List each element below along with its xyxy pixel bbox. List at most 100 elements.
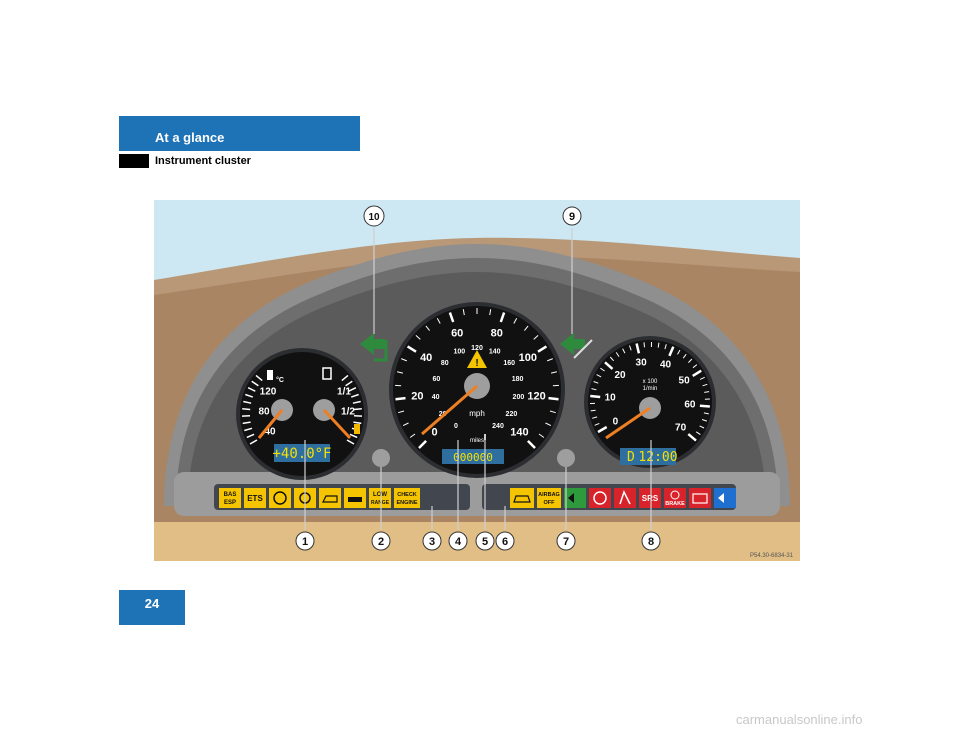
svg-text:3: 3: [429, 536, 435, 548]
svg-text:!: !: [475, 358, 478, 369]
callout-5: 5: [475, 531, 495, 551]
gauge-tick: [349, 433, 358, 439]
tach-unit: 1/min: [643, 386, 658, 392]
svg-text:7: 7: [563, 536, 569, 548]
odometer-display: 000000: [453, 451, 493, 464]
svg-text:AIRBAG: AIRBAG: [538, 492, 560, 498]
fuel-tick-label: 1/2: [341, 407, 355, 418]
odo-label: miles: [470, 438, 484, 444]
page-number: 24: [144, 596, 160, 611]
gauge-tick: [533, 335, 539, 340]
temp-tick-label: 40: [264, 427, 276, 438]
gauge-tick: [699, 425, 705, 429]
gauge-tick: [243, 400, 252, 404]
fuel-pump-icon: [322, 367, 332, 380]
gauge-tick: [696, 370, 702, 374]
callout-4: 4: [448, 531, 468, 551]
gauge-tick: [352, 400, 361, 404]
kmh-tick-label: 240: [492, 423, 504, 430]
gauge-tick: [341, 374, 349, 382]
svg-text:OFF: OFF: [544, 500, 556, 506]
battery-icon: [692, 493, 708, 504]
callout-2: 2: [371, 531, 391, 551]
seatbelt-icon: [619, 490, 631, 505]
gauge-tick: [590, 395, 596, 397]
callout-6: 6: [495, 531, 515, 551]
gauge-tick: [547, 358, 553, 362]
brake-pad-icon: [273, 491, 287, 505]
mph-tick-label: 60: [451, 327, 463, 339]
mph-tick-label: 80: [491, 327, 503, 339]
gauge-tick: [688, 358, 693, 363]
gauge-tick: [425, 325, 430, 331]
kmh-tick-label: 160: [503, 360, 515, 367]
clock-display: 12:00: [638, 450, 677, 465]
gauge-tick: [657, 342, 660, 348]
tach-tick-label: 20: [614, 370, 626, 381]
svg-text:ENGINE: ENGINE: [396, 500, 417, 506]
temp-display: +40.0°F: [272, 446, 331, 462]
gauge-tick: [436, 317, 441, 324]
gauge-tick: [346, 439, 355, 445]
high-beam-icon: [718, 493, 724, 503]
gauge-tick: [629, 345, 632, 351]
svg-text:LOW: LOW: [373, 492, 387, 498]
gauge-tick: [350, 393, 359, 398]
gauge-tick: [622, 348, 626, 354]
coolant-temp-icon: [267, 370, 273, 380]
mph-tick-label: 0: [432, 426, 438, 438]
kmh-tick-label: 60: [433, 376, 441, 383]
tach-tick-label: 40: [660, 360, 672, 371]
svg-text:10: 10: [368, 212, 380, 223]
gauge-tick: [538, 433, 545, 438]
tach-scale: x 100: [643, 379, 658, 385]
tach-tick-label: 50: [679, 376, 691, 387]
gauge-tick: [396, 371, 404, 374]
gauge-tick: [549, 410, 556, 414]
svg-text:BRAKE: BRAKE: [665, 501, 685, 507]
callout-7: 7: [556, 531, 576, 551]
gauge-tick: [449, 312, 453, 319]
gear-display: D: [627, 450, 635, 465]
gauge-tick: [636, 343, 639, 349]
gauge-tick: [353, 408, 362, 411]
section-title: At a glance: [155, 130, 225, 145]
gauge-tick: [541, 345, 547, 351]
gauge-tick: [692, 364, 698, 369]
temp-tick-label: 80: [258, 407, 270, 418]
mph-tick-label: 100: [519, 352, 537, 364]
gauge-tick: [609, 356, 614, 362]
warning-triangle-icon: [467, 350, 487, 368]
kmh-tick-label: 40: [432, 394, 440, 401]
page-number-box: 24: [119, 590, 185, 625]
tach-tick-label: 0: [613, 417, 619, 428]
gauge-tick: [242, 408, 251, 411]
kmh-tick-label: 100: [453, 349, 465, 356]
gauge-tick: [682, 353, 687, 359]
temp-tick-label: 120: [260, 387, 277, 398]
gauge-tick: [594, 422, 600, 426]
svg-text:ETS: ETS: [247, 494, 263, 503]
gauge-tick: [545, 422, 552, 427]
gauge-tick: [255, 374, 263, 382]
kmh-tick-label: 220: [506, 411, 518, 418]
gauge-tick: [247, 387, 256, 392]
gauge-tick: [600, 367, 605, 372]
gauge-tick: [401, 358, 407, 362]
gauge-tick: [462, 309, 465, 316]
svg-text:8: 8: [648, 536, 654, 548]
speed-unit: mph: [469, 409, 485, 418]
svg-text:RANGE: RANGE: [371, 500, 390, 506]
gauge-tick: [398, 410, 405, 414]
svg-text:9: 9: [569, 211, 575, 223]
gauge-tick: [395, 398, 402, 400]
gauge-tick: [691, 437, 697, 441]
gauge-tick: [353, 421, 362, 425]
gauge-tick: [593, 381, 599, 384]
gauge-tick: [345, 380, 353, 387]
subtitle-marker: [119, 154, 149, 168]
gauge-tick: [409, 433, 416, 438]
mph-tick-label: 140: [510, 426, 528, 438]
